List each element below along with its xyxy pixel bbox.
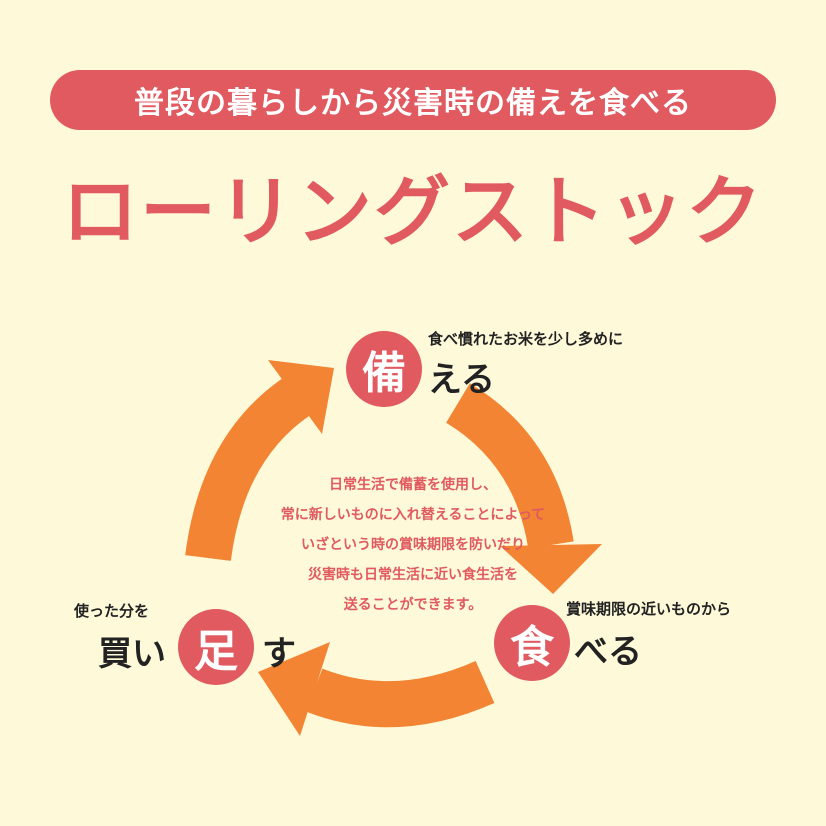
arrow-replenish-to-prepare [185, 360, 334, 562]
replenish-note: 使った分を [74, 602, 150, 620]
eat-note: 賞味期限の近いものから [566, 600, 732, 618]
subtitle-text: 普段の暮らしから災害時の備えを食べる [134, 86, 692, 121]
prepare-note: 食べ慣れたお米を少し多めに [428, 330, 624, 348]
replenish-char: 足 [194, 626, 238, 677]
center-line: 送ることができます。 [343, 597, 483, 613]
page-title: ローリングストック [62, 167, 764, 256]
prepare-char: 備 [362, 348, 406, 399]
center-line: 日常生活で備蓄を使用し、 [329, 477, 497, 493]
replenish-prefix: 買い [98, 634, 166, 674]
replenish-label: す [262, 634, 296, 674]
eat-char: 食 [510, 622, 554, 673]
subtitle-banner: 普段の暮らしから災害時の備えを食べる [50, 70, 776, 130]
eat-circle: 食 [494, 605, 570, 681]
arrow-eat-to-replenish [258, 642, 495, 736]
prepare-label: える [428, 360, 495, 400]
replenish-circle: 足 [178, 609, 254, 685]
prepare-circle: 備 [346, 331, 422, 407]
center-description: 日常生活で備蓄を使用し、 常に新しいものに入れ替えることによって いざという時の… [210, 470, 616, 620]
center-line: いざという時の賞味期限を防いだり [301, 537, 525, 553]
arrow-prepare-to-eat [445, 383, 602, 594]
eat-label: べる [574, 632, 642, 672]
center-line: 常に新しいものに入れ替えることによって [280, 507, 546, 523]
center-line: 災害時も日常生活に近い食生活を [308, 567, 518, 583]
